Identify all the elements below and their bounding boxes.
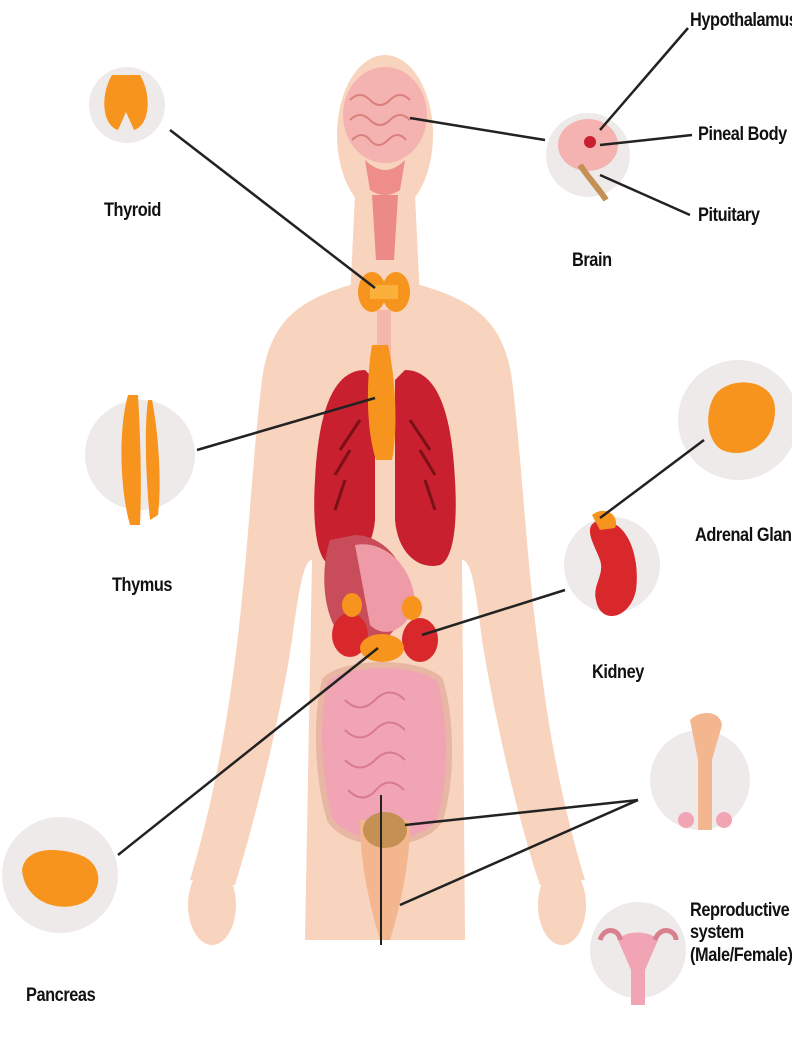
- right-hand: [538, 865, 586, 945]
- pancreas-label: Pancreas: [26, 985, 95, 1007]
- adrenal-callout: [678, 360, 792, 480]
- reproductive-label-line3: (Male/Female): [690, 945, 792, 967]
- thymus-label: Thymus: [112, 575, 172, 597]
- pituitary-label: Pituitary: [698, 205, 760, 227]
- hypothalamus-leader: [600, 28, 688, 130]
- left-hand: [188, 865, 236, 945]
- reproductive-label: Reproductive system (Male/Female): [690, 900, 792, 967]
- adrenal-gland-label: Adrenal Gland: [695, 525, 792, 547]
- thyroid-label: Thyroid: [104, 200, 161, 222]
- female-reproductive-callout: [590, 902, 686, 1005]
- reproductive-label-line2: system: [690, 922, 792, 944]
- pituitary-leader: [600, 175, 690, 215]
- brain-label: Brain: [572, 250, 612, 272]
- pancreas-callout: [2, 817, 118, 933]
- thymus-callout: [85, 395, 195, 525]
- adrenal-leader: [600, 440, 704, 518]
- brain-callout: [546, 113, 630, 200]
- reproductive-label-line1: Reproductive: [690, 900, 792, 922]
- pineal-body-label: Pineal Body: [698, 124, 787, 146]
- thyroid-callout: [89, 67, 165, 143]
- hypothalamus-label: Hypothalamus: [690, 10, 792, 32]
- kidney-callout: [564, 511, 660, 616]
- male-reproductive-callout: [650, 713, 750, 830]
- kidney-label: Kidney: [592, 662, 644, 684]
